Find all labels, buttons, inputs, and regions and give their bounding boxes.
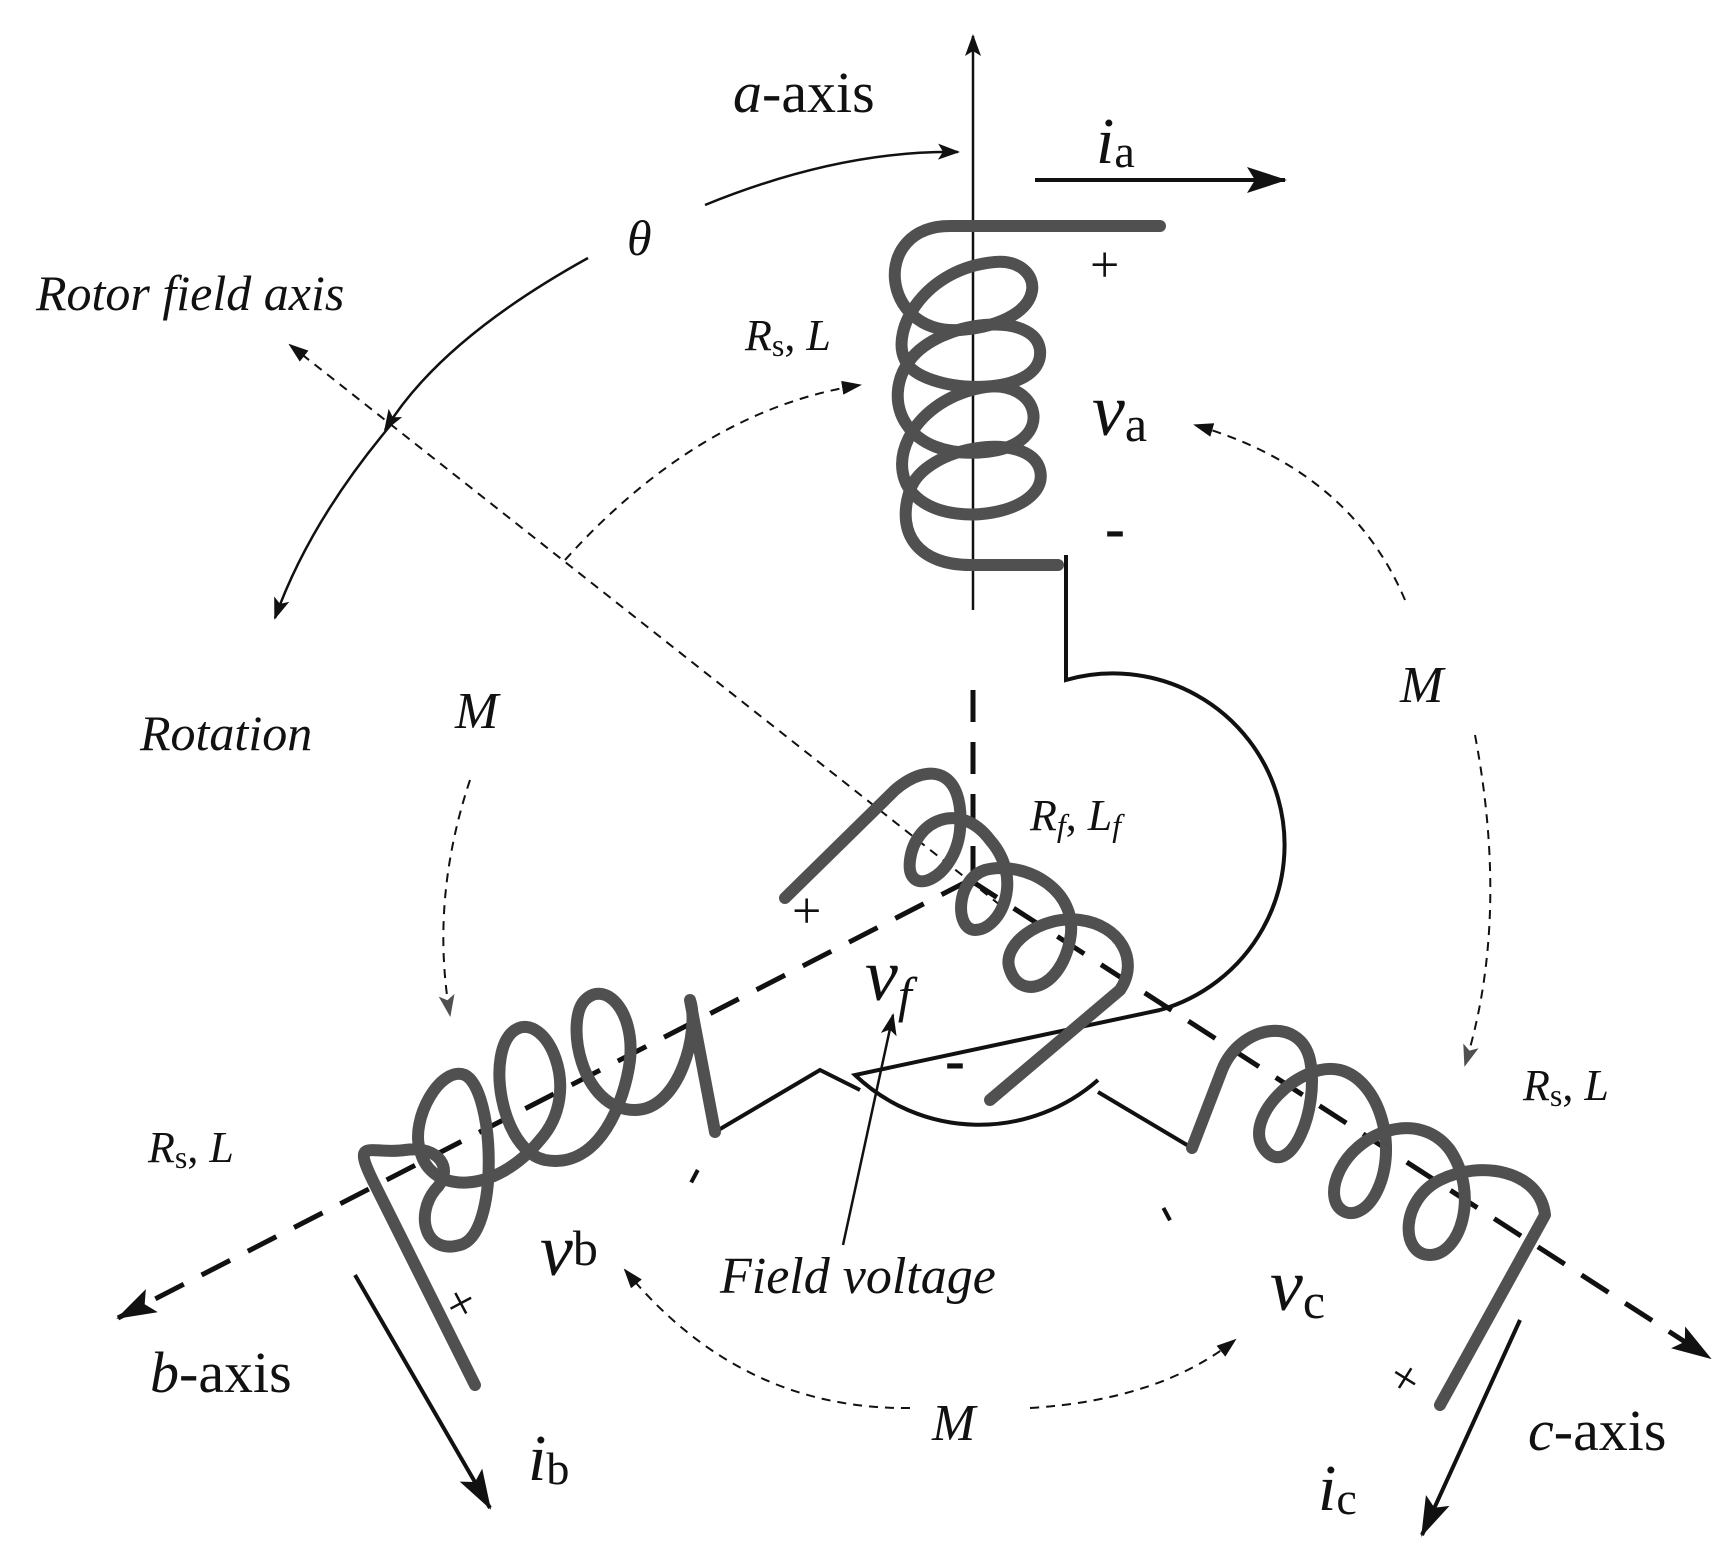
field-voltage-pointer (841, 1013, 897, 1246)
field-coil-params: Rf, Lf (1029, 791, 1125, 843)
mutual-label-bottom: M (931, 1395, 978, 1452)
voltage-a-label: va (1092, 370, 1147, 452)
voltage-b-label: vb (540, 1210, 598, 1292)
coil-a-winding (888, 220, 1166, 571)
current-c-arrow (1420, 1319, 1522, 1537)
a-axis-label: a-axis (733, 60, 875, 125)
stator-c-lead (1096, 1090, 1194, 1150)
coil-a-plus: + (1090, 237, 1119, 294)
rotation-arc (383, 256, 589, 432)
coil-a (888, 220, 1166, 571)
rotation-label: Rotation (139, 705, 312, 761)
current-a-label: ia (1096, 105, 1135, 178)
current-b-label: ib (528, 1422, 569, 1495)
mutual-label-right: M (1399, 657, 1446, 714)
field-minus: - (945, 1027, 965, 1093)
mutual-arc-ac (1193, 423, 1406, 601)
coil-b-winding (357, 987, 721, 1391)
theta-label: θ (627, 210, 652, 266)
mutual-arc-ab (564, 380, 862, 561)
coil-c-params: Rs, L (1522, 1061, 1609, 1113)
coil-a-minus: - (1105, 495, 1125, 561)
mutual-arc-b-left (438, 779, 471, 1017)
coil-b (357, 987, 721, 1391)
coil-a-params: Rs, L (744, 311, 831, 363)
voltage-f-label: vf (865, 935, 918, 1023)
coil-c-winding (1186, 1024, 1551, 1411)
current-c-label: ic (1318, 1452, 1357, 1525)
mutual-arc-c-right (1463, 734, 1492, 1067)
rotor-field-axis-label: Rotor field axis (35, 265, 344, 321)
b-axis-label: b-axis (150, 1340, 292, 1405)
coil-b-minus: - (659, 1152, 720, 1196)
field-voltage-label: Field voltage (719, 1248, 996, 1305)
coil-c-plus: + (1379, 1347, 1433, 1409)
field-coil (779, 767, 1134, 1106)
mutual-arc-bc-right (1029, 1338, 1237, 1409)
coil-c-minus: - (1141, 1190, 1202, 1234)
b-axis-line (116, 877, 972, 1321)
rotor-field-axis-line (288, 343, 1001, 906)
mutual-label-left: M (454, 683, 501, 740)
current-b-arrow (353, 1273, 492, 1510)
theta-arc (704, 143, 960, 207)
field-plus: + (792, 883, 821, 940)
coil-b-params: Rs, L (147, 1123, 234, 1175)
coil-c (1186, 1024, 1551, 1411)
voltage-c-label: vc (1270, 1245, 1325, 1329)
field-coil-winding (779, 767, 1134, 1106)
c-axis-line (968, 877, 1712, 1361)
stator-b-lead (713, 1067, 861, 1134)
rotation-arc-lower (273, 419, 396, 620)
c-axis-label: c-axis (1528, 1398, 1667, 1463)
mutual-arc-bc-left (623, 1268, 911, 1410)
